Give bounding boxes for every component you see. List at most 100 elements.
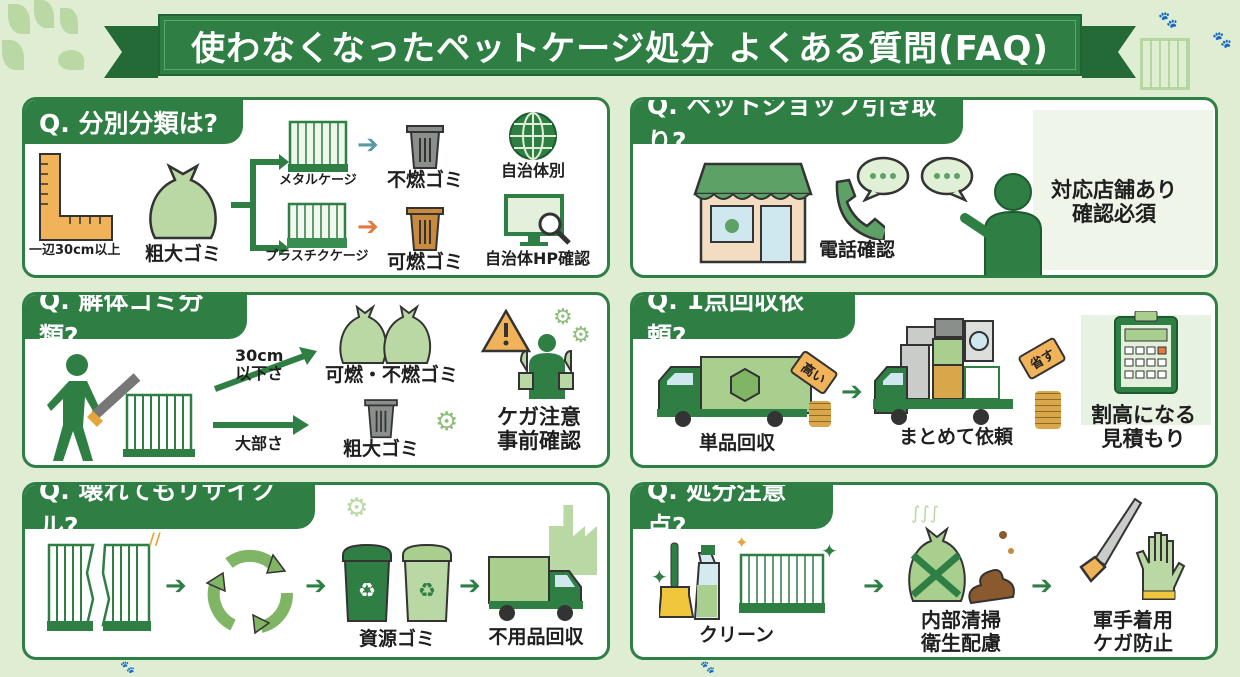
arrow-right-icon: ➔ bbox=[165, 571, 187, 601]
clean-cage-icon bbox=[739, 553, 825, 613]
odor-icon: ∫∫∫ bbox=[911, 503, 940, 524]
garbage-bags-icon bbox=[338, 304, 431, 364]
coins-icon bbox=[809, 401, 831, 427]
gear-wrench-icon: ⚙ bbox=[435, 407, 459, 437]
small-size-label: 30cm 以下さ bbox=[235, 346, 284, 384]
leaf-decoration bbox=[2, 40, 24, 70]
banner-ribbon-right bbox=[1082, 26, 1136, 78]
question-heading: Q. ペットショップ引き取り? bbox=[633, 100, 963, 156]
truck-loaded-icon bbox=[873, 318, 1013, 425]
trash-can-orange-icon bbox=[406, 207, 444, 251]
title-banner: 使わなくなったペットケージ処分 よくある質問(FAQ) bbox=[158, 14, 1082, 76]
faq-panel-cautions: Q. 処分注意点? ✦ ✦ ✦ クリーン ➔ ∫∫∫ 内部清掃 衛生配慮 ➔ 軍… bbox=[630, 482, 1218, 660]
nonburnable-item: 不燃ゴミ bbox=[387, 118, 463, 192]
recycle-items-background: ⚙ bbox=[345, 493, 369, 523]
banner-ribbon-left bbox=[104, 26, 158, 78]
metal-cage-item: メタルケージ bbox=[279, 118, 357, 189]
faq-panel-pet-shop: Q. ペットショップ引き取り? 電話確認 対応店舗あり 確認必須 bbox=[630, 97, 1218, 278]
speech-bubble-icon bbox=[920, 156, 974, 202]
pickup-item: 不用品回収 bbox=[487, 555, 585, 649]
question-heading: Q. 分別分類は? bbox=[25, 100, 243, 144]
branch-arrow-icon bbox=[231, 154, 289, 256]
gear-icon: ⚙ bbox=[553, 305, 573, 330]
crack-spark-icon: // bbox=[149, 529, 161, 548]
calculator-clipboard-icon bbox=[1114, 311, 1178, 394]
warning-icon bbox=[481, 309, 531, 353]
tied-bag-waste-icon bbox=[908, 526, 1015, 605]
cage-icon bbox=[286, 202, 347, 248]
paw-decoration: 🐾 bbox=[120, 660, 135, 674]
bird-decoration bbox=[58, 50, 84, 70]
municipality-item: 自治体別 bbox=[501, 110, 565, 180]
faq-panel-sorting: Q. 分別分類は? 一辺30cm以上 粗大ゴミ メタルケージ ➔ 不燃ゴミ プラ… bbox=[22, 97, 610, 278]
clean-label: クリーン bbox=[699, 624, 775, 646]
sparkle-icon: ✦ bbox=[821, 539, 838, 563]
store-check-label: 対応店舗あり 確認必須 bbox=[1051, 178, 1177, 227]
recycle-bins-icon: ♻♻ bbox=[342, 543, 452, 622]
globe-icon bbox=[509, 112, 557, 160]
trash-can-gray-icon bbox=[406, 125, 444, 169]
arrow-up-right-icon bbox=[213, 347, 317, 392]
arrow-right-icon: ➔ bbox=[1031, 571, 1053, 601]
paw-decoration: 🐾 bbox=[1158, 10, 1178, 29]
saw-icon bbox=[1079, 497, 1143, 583]
broken-cage-icon bbox=[47, 543, 151, 631]
arrow-right-icon: ➔ bbox=[357, 212, 379, 242]
gloves-label: 軍手着用 ケガ防止 bbox=[1093, 608, 1173, 655]
cage-icon bbox=[287, 120, 348, 172]
municipality-hp-item: 自治体HP確認 bbox=[485, 194, 590, 268]
large-part-label: 大部さ bbox=[235, 434, 284, 453]
ruler-icon bbox=[38, 153, 113, 241]
garbage-bag-icon bbox=[149, 163, 217, 240]
faq-panel-dismantle: Q. 解体ゴミ分類? 30cm 以下さ 可燃・不燃ゴミ 大部さ 粗大ゴミ ⚙ ⚙… bbox=[22, 292, 610, 468]
leaf-decoration bbox=[60, 8, 78, 34]
faq-panel-single-pickup: Q. 1点回収依頼? 単品回収 高い ➔ まとめて依頼 省す 割高になる 見積も… bbox=[630, 292, 1218, 468]
gear-icon: ⚙ bbox=[571, 323, 591, 348]
pet-store-icon bbox=[693, 162, 813, 264]
single-pickup-item: 単品回収 bbox=[655, 355, 819, 455]
faq-panel-recycle: Q. 壊れてもリサイクル? ⚙ // ➔ ➔ ♻♻ 資源ゴミ ➔ 不用品回収 bbox=[22, 482, 610, 660]
glove-icon bbox=[1135, 532, 1186, 600]
phone-check-label: 電話確認 bbox=[819, 239, 896, 261]
svg-text:♻: ♻ bbox=[418, 578, 436, 602]
inside-clean-label: 内部清掃 衛生配慮 bbox=[921, 608, 1001, 655]
resource-item: ♻♻ 資源ゴミ bbox=[337, 543, 457, 651]
question-heading: Q. 壊れてもリサイクル? bbox=[25, 485, 315, 541]
person-icon bbox=[960, 173, 1042, 275]
computer-search-icon bbox=[503, 194, 571, 246]
phone-icon bbox=[835, 178, 885, 240]
trash-can-gray-icon bbox=[364, 399, 398, 439]
question-heading: Q. 解体ゴミ分類? bbox=[25, 295, 247, 351]
question-heading: Q. 1点回収依頼? bbox=[633, 295, 855, 351]
bulky-bag-item: 粗大ゴミ bbox=[145, 160, 221, 266]
plastic-cage-item: プラスチクケージ bbox=[265, 200, 368, 265]
store-background-illustration bbox=[1033, 110, 1213, 270]
svg-text:♻: ♻ bbox=[358, 578, 376, 602]
broom-spray-icon bbox=[659, 542, 720, 620]
recycle-arrows-icon bbox=[205, 549, 293, 635]
arrow-right-icon: ➔ bbox=[305, 571, 327, 601]
burnable-item: 可燃ゴミ bbox=[387, 200, 463, 274]
arrow-right-icon: ➔ bbox=[459, 571, 481, 601]
speech-bubble-icon bbox=[856, 156, 910, 202]
arrow-right-icon: ➔ bbox=[841, 377, 863, 407]
person-sawing-icon bbox=[47, 354, 141, 461]
page-title: 使わなくなったペットケージ処分 よくある質問(FAQ) bbox=[191, 28, 1049, 69]
expensive-label: 割高になる 見積もり bbox=[1091, 403, 1196, 452]
cage-decoration bbox=[1140, 38, 1190, 90]
arrow-right-icon bbox=[213, 415, 309, 435]
broken-cage-icon bbox=[123, 393, 195, 457]
ruler-item: 一辺30cm以上 bbox=[29, 152, 120, 259]
sparkle-icon: ✦ bbox=[651, 565, 668, 589]
paw-decoration: 🐾 bbox=[700, 660, 715, 674]
burn-nonburn-item: 可燃・不燃ゴミ bbox=[325, 303, 458, 387]
person-gloves-icon bbox=[518, 334, 574, 399]
caution-label: ケガ注意 事前確認 bbox=[497, 405, 581, 454]
arrow-right-icon: ➔ bbox=[863, 571, 885, 601]
sparkle-icon: ✦ bbox=[735, 533, 749, 552]
leaf-decoration bbox=[8, 4, 30, 34]
truck-icon bbox=[488, 556, 583, 621]
arrow-right-icon: ➔ bbox=[357, 130, 379, 160]
leaf-decoration bbox=[34, 0, 54, 28]
coins-icon bbox=[1035, 391, 1061, 429]
